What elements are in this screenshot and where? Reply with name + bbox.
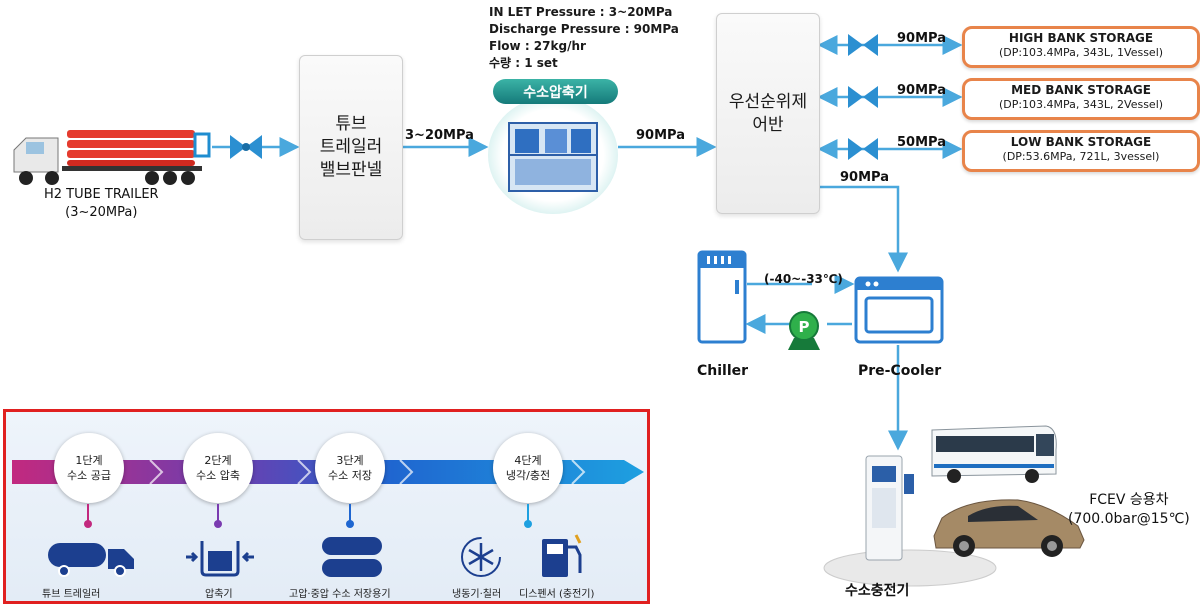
precooler-label: Pre-Cooler [858, 363, 942, 379]
chiller-label: Chiller [697, 363, 749, 379]
fcev-label: FCEV 승용차 (700.0bar@15℃) [1068, 492, 1190, 527]
stage-4-caption: 냉동기·칠러 [452, 589, 502, 600]
storage-med-title: MED BANK STORAGE [1011, 83, 1151, 97]
stage-1-caption: 튜브 트레일러 [42, 589, 101, 600]
stage-2-caption: 압축기 [205, 589, 233, 600]
storage-low-spec: (DP:53.6MPa, 721L, 3vessel) [1002, 150, 1160, 163]
priority-panel-box: 우선순위제 어반 [716, 13, 820, 214]
process-stage-panel: 1단계 수소 공급 2단계 수소 압축 3단계 수소 저장 4단계 냉각/충전 … [3, 409, 650, 604]
pressure-high: 90MPa [897, 31, 946, 46]
bus-icon [931, 425, 1057, 483]
fcev-car-icon [933, 499, 1085, 557]
pump-icon: P [788, 311, 820, 350]
compressor-icon [508, 122, 598, 192]
stage-4: 4단계 냉각/충전 [493, 433, 563, 503]
stage-connectors [84, 504, 532, 528]
dispenser-label: 수소충전기 [845, 583, 910, 599]
storage-med: MED BANK STORAGE (DP:103.4MPa, 343L, 2Ve… [962, 78, 1200, 120]
dispenser-platform [823, 455, 997, 587]
storage-low-title: LOW BANK STORAGE [1010, 135, 1152, 149]
valve-panel-box: 튜브 트레일러 밸브판넬 [299, 55, 403, 240]
pressure-low: 50MPa [897, 135, 946, 150]
truck-icon [48, 543, 134, 577]
compressor-specs: IN LET Pressure : 3~20MPa Discharge Pres… [489, 5, 679, 70]
storage-low: LOW BANK STORAGE (DP:53.6MPa, 721L, 3ves… [962, 130, 1200, 172]
storage-high-spec: (DP:103.4MPa, 343L, 1Vessel) [998, 46, 1164, 59]
pressure-outlet: 90MPa [636, 128, 685, 143]
precooler-icon [854, 276, 944, 344]
stage-2: 2단계 수소 압축 [183, 433, 253, 503]
tube-trailer-icon [13, 130, 211, 185]
storage-med-spec: (DP:103.4MPa, 343L, 2Vessel) [998, 98, 1164, 111]
stage-1: 1단계 수소 공급 [54, 433, 124, 503]
compressor-badge: 수소압축기 [493, 79, 618, 104]
fuel-dispenser-icon [542, 534, 582, 577]
dispenser-caption: 디스펜서 (충전기) [519, 589, 595, 600]
pressure-inlet: 3~20MPa [405, 128, 474, 143]
stage-3: 3단계 수소 저장 [315, 433, 385, 503]
storage-high-title: HIGH BANK STORAGE [1008, 31, 1154, 45]
pressure-med: 90MPa [897, 83, 946, 98]
pump-letter: P [799, 318, 810, 336]
storage-high: HIGH BANK STORAGE (DP:103.4MPa, 343L, 1V… [962, 26, 1200, 68]
snowflake-icon [461, 537, 501, 577]
pressure-dispenser: 90MPa [840, 170, 889, 185]
chiller-icon [697, 250, 747, 344]
stage-3-caption: 고압·중압 수소 저장용기 [289, 589, 391, 600]
trailer-label: H2 TUBE TRAILER (3~20MPa) [44, 187, 159, 220]
cooling-temp: (-40~-33℃) [764, 272, 843, 286]
compressor-small-icon [186, 541, 254, 577]
storage-vessel-icon [322, 537, 382, 577]
valve-icon [230, 135, 262, 159]
